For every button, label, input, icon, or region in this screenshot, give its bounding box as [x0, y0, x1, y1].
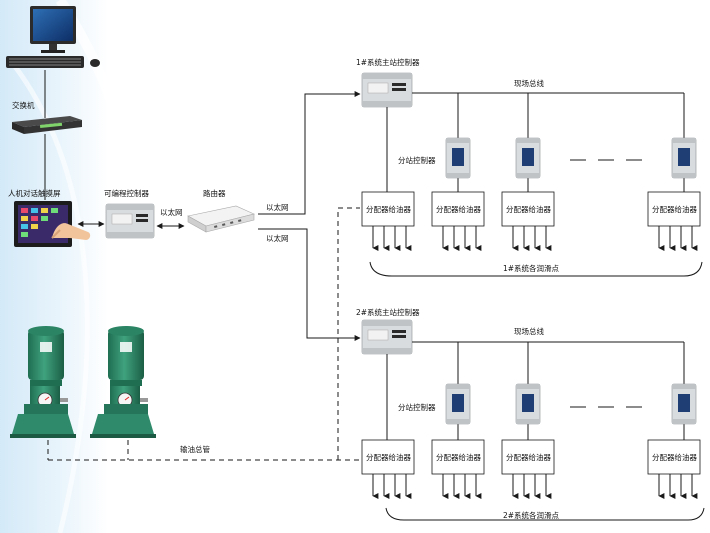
hmi-label: 人机对话触摸屏 [8, 188, 61, 198]
plc-label: 可编程控制器 [104, 188, 149, 198]
svg-text:分配器给油器: 分配器给油器 [436, 452, 481, 462]
router-icon [187, 205, 255, 233]
svg-text:分配器给油器: 分配器给油器 [506, 452, 551, 462]
system2-sub-controller-icon-1 [445, 383, 471, 425]
svg-text:分配器给油器: 分配器给油器 [366, 452, 411, 462]
svg-text:分配器给油器: 分配器给油器 [652, 452, 697, 462]
system1-distributor-3: 分配器给油器 [501, 191, 555, 227]
ethernet-label-1: 以太网 [266, 202, 289, 212]
switch-label: 交换机 [12, 100, 35, 110]
system2-distributor-4: 分配器给油器 [647, 439, 701, 475]
network-switch-icon [12, 116, 82, 134]
system1-points-label: 1#系统各润滑点 [503, 263, 560, 273]
svg-text:分配器给油器: 分配器给油器 [652, 204, 697, 214]
svg-text:分配器给油器: 分配器给油器 [366, 204, 411, 214]
system2-master-label: 2#系统主站控制器 [356, 307, 420, 317]
system1-master-label: 1#系统主站控制器 [356, 57, 420, 67]
system2-master-controller-icon [361, 319, 413, 355]
system1-distributor-1: 分配器给油器 [361, 191, 415, 227]
ethernet-label-plc: 以太网 [160, 207, 183, 217]
system1-field-bus-label: 现场总线 [514, 78, 544, 88]
router-label: 路由器 [203, 188, 226, 198]
computer-icon [6, 6, 100, 68]
system2-sub-controller-icon-2 [515, 383, 541, 425]
ethernet-label-2: 以太网 [266, 233, 289, 243]
svg-text:分配器给油器: 分配器给油器 [436, 204, 481, 214]
lubrication-pump-icon-2 [90, 326, 156, 438]
system1-master-controller-icon [361, 72, 413, 108]
system1-distributor-4: 分配器给油器 [647, 191, 701, 227]
main-pipe-label: 输油总管 [180, 444, 210, 454]
plc-controller-icon [105, 203, 155, 239]
system2-distributor-3: 分配器给油器 [501, 439, 555, 475]
system2-distributor-1: 分配器给油器 [361, 439, 415, 475]
system1-sub-controller-label: 分站控制器 [398, 155, 436, 165]
system1-sub-controller-icon-1 [445, 137, 471, 179]
system2-sub-controller-label: 分站控制器 [398, 402, 436, 412]
system1-distributor-2: 分配器给油器 [431, 191, 485, 227]
touch-screen-hmi-icon [14, 201, 91, 247]
system1-sub-controller-icon-3 [671, 137, 697, 179]
system2-points-label: 2#系统各润滑点 [503, 510, 560, 520]
lubrication-pump-icon [10, 326, 76, 438]
system2-sub-controller-icon-3 [671, 383, 697, 425]
system2-distributor-2: 分配器给油器 [431, 439, 485, 475]
system1-sub-controller-icon-2 [515, 137, 541, 179]
svg-text:分配器给油器: 分配器给油器 [506, 204, 551, 214]
system2-field-bus-label: 现场总线 [514, 326, 544, 336]
